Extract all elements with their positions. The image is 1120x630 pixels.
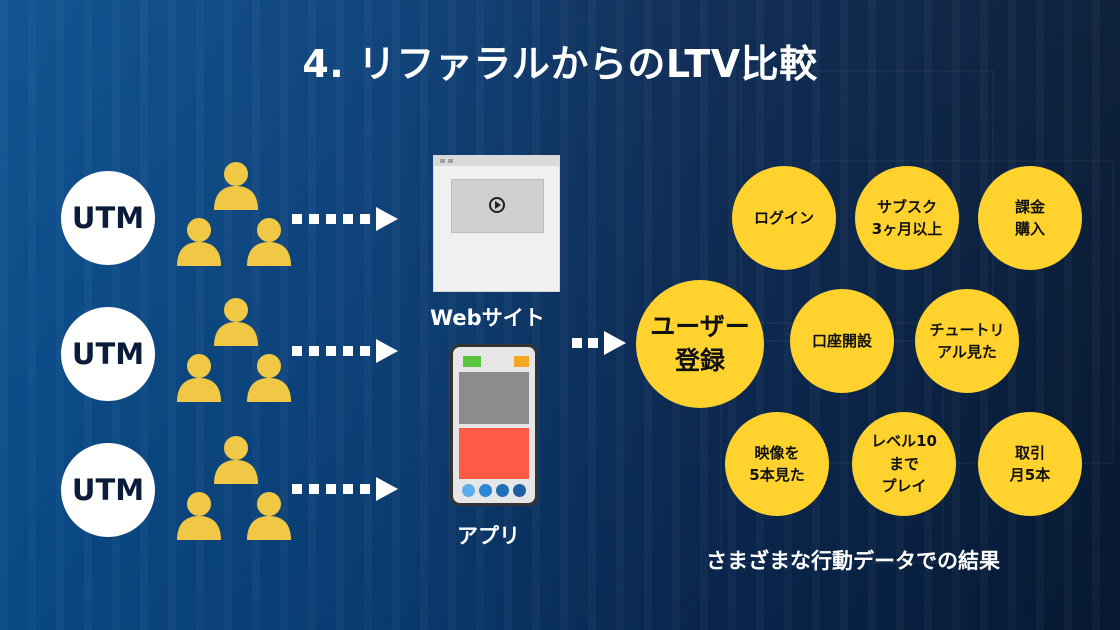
play-button-icon	[489, 197, 505, 213]
dotted-arrow-icon	[572, 338, 598, 348]
behavior-bubble-account: 口座開設	[790, 289, 894, 393]
behavior-bubble-login: ログイン	[732, 166, 836, 270]
behavior-bubble-level: レベル10 まで プレイ	[852, 412, 956, 516]
behavior-bubble-trade: 取引 月5本	[978, 412, 1082, 516]
utm-label-1: UTM	[71, 201, 145, 235]
person-icon	[247, 354, 291, 402]
person-icon	[214, 436, 258, 484]
person-icon	[247, 218, 291, 266]
video-player	[451, 179, 544, 233]
behavior-label: 映像を 5本見た	[749, 443, 805, 485]
slide-title: 4. リファラルからのLTV比較	[302, 42, 818, 86]
web-label: Webサイト	[430, 306, 545, 330]
nav-dot	[462, 484, 475, 497]
app-status-green	[463, 356, 481, 367]
behavior-label: 課金 購入	[1014, 197, 1045, 239]
behavior-label: ログイン	[753, 208, 814, 227]
utm-circle-2: UTM	[61, 307, 155, 401]
web-page-icon	[433, 155, 560, 292]
app-nav-dots	[462, 484, 526, 497]
nav-dot	[479, 484, 492, 497]
nav-dot	[513, 484, 526, 497]
arrow-head-icon	[376, 207, 398, 231]
utm-label-3: UTM	[71, 473, 145, 507]
user-registration-bubble: ユーザー 登録	[636, 280, 764, 408]
behavior-label: 取引 月5本	[1009, 443, 1051, 485]
person-icon	[214, 298, 258, 346]
behavior-bubble-video: 映像を 5本見た	[725, 412, 829, 516]
behavior-bubble-tutorial: チュートリ アル見た	[915, 289, 1019, 393]
people-group-icon	[172, 434, 300, 546]
person-icon	[177, 492, 221, 540]
behavior-label: サブスク 3ヶ月以上	[871, 197, 943, 239]
people-group-icon	[172, 160, 300, 272]
utm-label-2: UTM	[71, 337, 145, 371]
app-content-red	[459, 428, 529, 479]
arrow-head-icon	[376, 339, 398, 363]
behavior-label: 口座開設	[811, 331, 872, 350]
person-icon	[247, 492, 291, 540]
person-icon	[177, 354, 221, 402]
dotted-arrow-icon	[292, 484, 387, 494]
smartphone-app-icon	[450, 344, 538, 506]
user-registration-label: ユーザー 登録	[650, 312, 750, 375]
results-caption: さまざまな行動データでの結果	[706, 549, 1000, 573]
app-label: アプリ	[457, 524, 520, 548]
people-group-icon	[172, 296, 300, 408]
utm-circle-3: UTM	[61, 443, 155, 537]
person-icon	[214, 162, 258, 210]
person-icon	[177, 218, 221, 266]
arrow-head-icon	[376, 477, 398, 501]
arrow-head-icon	[604, 331, 626, 355]
behavior-bubble-subscription: サブスク 3ヶ月以上	[855, 166, 959, 270]
dotted-arrow-icon	[292, 346, 387, 356]
dotted-arrow-icon	[292, 214, 387, 224]
utm-circle-1: UTM	[61, 171, 155, 265]
behavior-label: チュートリ アル見た	[929, 320, 1005, 362]
background-squares	[700, 40, 1120, 600]
app-content-gray	[459, 372, 529, 424]
web-browser-bar	[434, 156, 559, 166]
behavior-bubble-purchase: 課金 購入	[978, 166, 1082, 270]
nav-dot	[496, 484, 509, 497]
behavior-label: レベル10 まで プレイ	[871, 432, 937, 496]
app-status-orange	[514, 356, 529, 367]
